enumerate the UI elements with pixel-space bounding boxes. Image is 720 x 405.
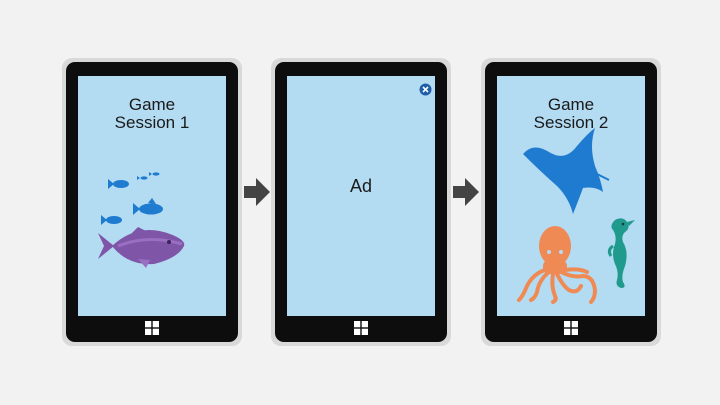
- windows-logo-icon[interactable]: [145, 321, 159, 335]
- manta-ray-icon: [523, 128, 610, 214]
- small-fish-icon: [101, 179, 129, 225]
- session-1-title-line2: Session 1: [114, 113, 190, 132]
- close-icon[interactable]: [419, 83, 432, 96]
- windows-logo-icon[interactable]: [564, 321, 578, 335]
- arrow-right-icon: [453, 178, 479, 206]
- octopus-eyes: [547, 250, 563, 254]
- big-fish-icon: [98, 227, 185, 268]
- session-1-screen: Game Session 1: [78, 76, 226, 316]
- tablet-ad: Ad: [271, 58, 451, 346]
- session-2-title: Game Session 2: [497, 96, 645, 132]
- ad-screen: Ad: [287, 76, 435, 316]
- session-2-screen: Game Session 2: [497, 76, 645, 316]
- seahorse-icon: [607, 218, 635, 288]
- session-1-title: Game Session 1: [78, 96, 226, 132]
- tablet-session-2: Game Session 2: [481, 58, 661, 346]
- session-2-title-line2: Session 2: [533, 113, 609, 132]
- windows-logo-icon[interactable]: [354, 321, 368, 335]
- session-1-title-line1: Game: [128, 95, 176, 114]
- octopus-tentacles: [517, 267, 598, 304]
- sea-creatures-illustration: [517, 128, 635, 304]
- octopus-icon: [539, 226, 571, 274]
- fish-school-illustration: [98, 172, 185, 268]
- session-2-title-line1: Game: [547, 95, 595, 114]
- tiny-fish-icon: [137, 172, 160, 180]
- tablet-session-1: Game Session 1: [62, 58, 242, 346]
- ad-label: Ad: [349, 176, 373, 196]
- arrow-right-icon: [244, 178, 270, 206]
- medium-fish-icon: [133, 198, 163, 215]
